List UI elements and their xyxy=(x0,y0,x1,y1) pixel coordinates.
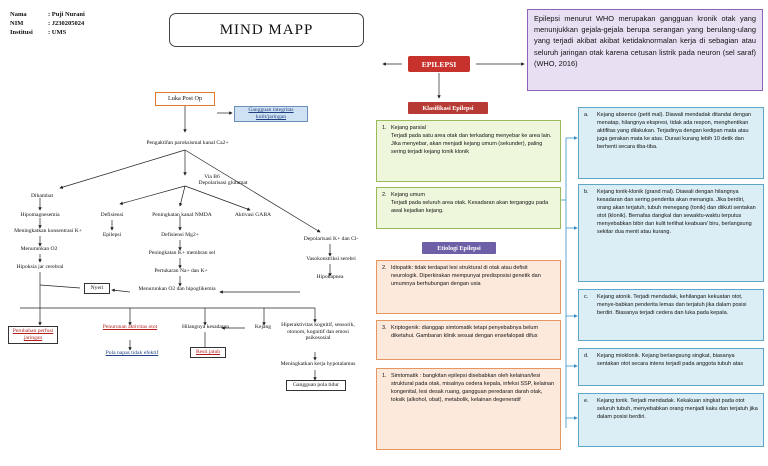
item-number: 1. xyxy=(382,125,387,131)
name-value: : Puji Nurani xyxy=(48,11,85,18)
center-node-epilepsi: EPILEPSI xyxy=(408,56,470,72)
item-number: a. xyxy=(584,112,589,118)
type-tonik-klonik: b. Kejang tonik-klonik (grand mal). Diaw… xyxy=(578,184,764,282)
item-text: Kejang tonik. Terjadi mendadak. Kekakuan… xyxy=(597,398,758,420)
klasifikasi-item-2: 2. Kejang umum Terjadi pada seluruh area… xyxy=(376,187,561,229)
node-resti-jatuh: Resti jatuh xyxy=(190,347,226,358)
item-number: b. xyxy=(584,189,589,195)
item-number: 2. xyxy=(382,192,387,198)
item-text: Kejang atonik. Terjadi mendadak, kehilan… xyxy=(597,294,747,316)
item-text: Terjadi pada satu area otak dan terkadan… xyxy=(391,133,552,155)
node-penurunan-aktivitas: Penurunan aktivitas otot xyxy=(102,324,158,330)
node-peningkatan-k-membran: Peningkatan K+ membran sel xyxy=(148,250,216,256)
node-pengaktifan: Pengaktifan paroksismal kanal Ca2+ xyxy=(146,140,229,146)
node-nyeri: Nyeri xyxy=(84,283,110,294)
item-text: Kejang absence (petit mal). Diawali mend… xyxy=(597,112,752,150)
klasifikasi-header: Klasifikasi Epilepsi xyxy=(408,102,488,114)
node-perubahan-perfusi: Perubahan perfusi jaringan xyxy=(8,326,58,344)
item-text: Kejang mioklonik. Kejang berlangsung sin… xyxy=(597,353,744,367)
node-aktivasi-gaba: Aktivasi GABA xyxy=(234,212,272,218)
item-number: d. xyxy=(584,353,589,359)
node-depolarisasi-kcl: Depolarisasi K+ dan Cl- xyxy=(303,236,359,242)
node-hiperaktivitas: Hiperaktivitas kognitif, sensorik, otono… xyxy=(281,322,355,341)
item-number: 3. xyxy=(382,325,387,331)
node-defisiensi: Defisiensi xyxy=(100,212,124,218)
author-info: Nama : Puji Nurani NIM : J230205024 Instit… xyxy=(10,10,85,37)
node-meningkatkan-kerja: Meningkatkan kerja hypotalamus xyxy=(280,361,356,367)
node-vasokonstriksi: Vasokonstriksi serebri xyxy=(306,256,356,262)
item-title: Kejang parsial xyxy=(391,125,426,131)
klasifikasi-item-1: 1. Kejang parsial Terjadi pada satu area… xyxy=(376,120,561,182)
etiologi-item-simtomatik: 1. Simtomatik : bangkitan epilepsi diseb… xyxy=(376,368,561,450)
node-defisiensi-mg: Defisiensi Mg2+ xyxy=(161,232,199,238)
node-pola-napas: Pola napas tidak efektif xyxy=(105,350,159,356)
node-meningkatkan-k: Meningkatkan konsentrasi K+ xyxy=(14,228,82,234)
institution-label: Institusi xyxy=(10,29,33,36)
type-tonik: e. Kejang tonik. Terjadi mendadak. Kekak… xyxy=(578,393,764,447)
node-hipoksia: Hipoksia jar cerebral xyxy=(16,264,64,270)
node-gangguan-pola-tidur: Gangguan pola tidur xyxy=(286,380,346,391)
etiologi-header: Etiologi Epilepsi xyxy=(422,242,496,254)
type-mioklonik: d. Kejang mioklonik. Kejang berlangsung … xyxy=(578,348,764,386)
node-dihambat: Dihambat xyxy=(30,193,54,199)
nim-label: NIM xyxy=(10,20,24,27)
node-hipomagnesemia: Hipomagnesemia xyxy=(20,212,60,218)
node-epilepsi-small: Epilepsi xyxy=(102,232,122,238)
item-text: Kejang tonik-klonik (grand mal). Diawali… xyxy=(597,189,756,235)
item-text: Kriptogenik: dianggap simtomatik tetapi … xyxy=(391,325,539,339)
item-text: Simtomatik : bangkitan epilepsi disebabk… xyxy=(391,373,555,403)
node-menurunkan-o2-hipoglikemia: Menurunkan O2 dan hipoglikemia xyxy=(138,286,216,292)
node-pertukaran: Pertukaran Na+ dan K+ xyxy=(154,268,208,274)
item-number: e. xyxy=(584,398,589,404)
etiologi-item-idiopatik: 2. Idiopatik: tidak terdapat lesi strukt… xyxy=(376,260,561,314)
definition-box: Epilepsi menurut WHO merupakan gangguan … xyxy=(527,9,763,91)
node-hilangnya-kesadaran: Hilangnya kesadaran xyxy=(182,324,230,330)
item-number: c. xyxy=(584,294,589,300)
node-hipokapnea: Hipokapnea xyxy=(316,274,344,280)
institution-value: : UMS xyxy=(48,29,67,36)
node-via-b6: Via B6 xyxy=(204,174,220,180)
node-luka-post-op: Luka Post Op xyxy=(155,92,215,106)
item-text: Idiopatik: tidak terdapat lesi struktura… xyxy=(391,265,541,287)
node-menurunkan-o2: Menurunkan O2 xyxy=(20,246,58,252)
name-label: Nama xyxy=(10,11,27,18)
node-depolarisasi-glutamat: Depolarisasi glutamat xyxy=(198,180,248,186)
etiologi-item-kriptogenik: 3. Kriptogenik: dianggap simtomatik teta… xyxy=(376,320,561,360)
node-peningkatan-nmda: Peningkatan kanal NMDA xyxy=(152,212,212,218)
item-text: Terjadi pada seluruh area otak. Kesadara… xyxy=(391,200,549,214)
node-kejang: Kejang xyxy=(254,324,272,330)
item-title: Kejang umum xyxy=(391,192,425,198)
page-title: MIND MAPP xyxy=(169,13,364,47)
type-absence: a. Kejang absence (petit mal). Diawali m… xyxy=(578,107,764,179)
item-number: 1. xyxy=(382,373,387,379)
item-number: 2. xyxy=(382,265,387,271)
type-atonik: c. Kejang atonik. Terjadi mendadak, kehi… xyxy=(578,289,764,341)
node-gangguan-integritas: Gangguan integritas kulit/jaringan xyxy=(234,106,308,122)
nim-value: : J230205024 xyxy=(48,20,85,27)
